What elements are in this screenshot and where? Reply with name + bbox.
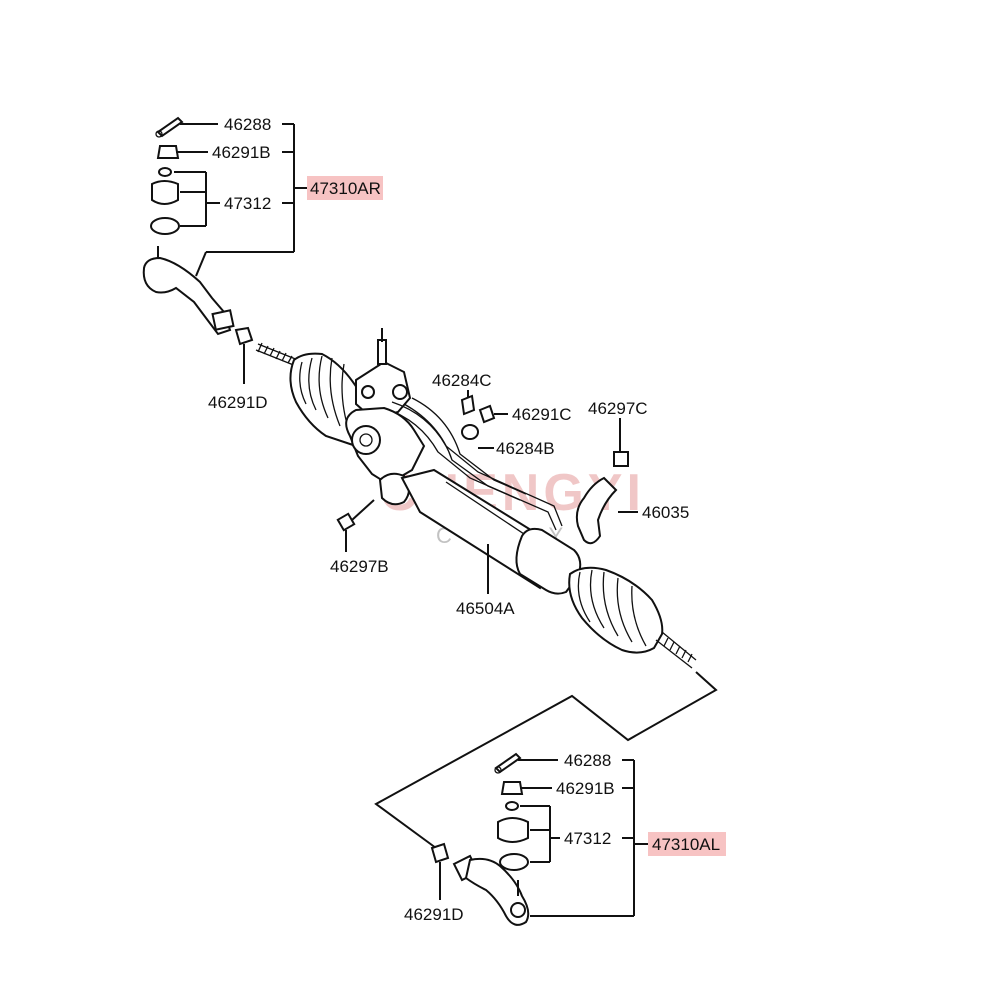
label-47312-lower: 47312 <box>564 829 611 848</box>
steering-rack <box>255 328 697 669</box>
label-46291b-lower: 46291B <box>556 779 615 798</box>
tie-rod-end-upper <box>142 246 235 336</box>
seal-lower <box>497 801 529 871</box>
label-46291b-upper: 46291B <box>212 143 271 162</box>
washer-46284b <box>461 424 479 440</box>
label-46288-upper: 46288 <box>224 115 271 134</box>
locknut-upper <box>234 326 254 346</box>
label-47310al: 47310AL <box>652 835 720 854</box>
label-46297c: 46297C <box>588 399 648 418</box>
castle-nut-lower <box>500 781 524 795</box>
castle-nut-upper <box>156 145 180 159</box>
label-46297b: 46297B <box>330 557 389 576</box>
label-46284c: 46284C <box>432 371 492 390</box>
bolt-46297b <box>336 499 375 532</box>
clamp-46035 <box>575 476 618 545</box>
label-46288-lower: 46288 <box>564 751 611 770</box>
nut-46291c <box>478 404 496 424</box>
washer-46284c <box>460 394 476 416</box>
cotter-pin-lower <box>494 752 522 774</box>
tie-rod-end-lower <box>452 854 530 926</box>
seal-upper <box>150 167 180 235</box>
bolt-46297c <box>613 426 629 467</box>
label-46291c: 46291C <box>512 405 572 424</box>
locknut-lower <box>430 842 450 864</box>
label-46504a: 46504A <box>456 599 515 618</box>
label-46291d-lower: 46291D <box>404 905 464 924</box>
label-46035: 46035 <box>642 503 689 522</box>
highlight-47310al <box>648 832 726 856</box>
label-47312-upper: 47312 <box>224 194 271 213</box>
cotter-pin-upper <box>155 116 184 138</box>
label-46284b: 46284B <box>496 439 555 458</box>
label-47310ar: 47310AR <box>310 179 381 198</box>
highlight-47310ar <box>307 176 383 200</box>
label-46291d-upper: 46291D <box>208 393 268 412</box>
